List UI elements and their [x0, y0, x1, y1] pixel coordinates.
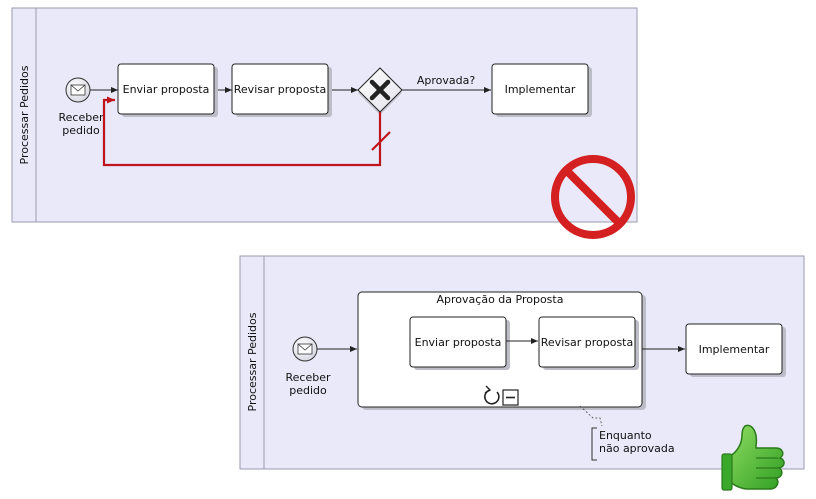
loop-marker-icon: [484, 385, 500, 405]
top-diagram: Processar Pedidos Receber pedido Enviar …: [11, 7, 638, 239]
annotation-line1: Enquanto: [599, 429, 652, 442]
bottom-start-event-label-2: pedido: [289, 384, 327, 397]
bottom-task-enviar-proposta[interactable]: Enviar proposta: [409, 316, 510, 370]
bottom-task-implementar[interactable]: Implementar: [685, 323, 786, 377]
x-marker-icon: [369, 79, 391, 101]
annotation-line2: não aprovada: [599, 442, 675, 455]
top-gateway-label: Aprovada?: [417, 74, 475, 87]
prohibited-icon: [551, 155, 635, 239]
bottom-task3-label: Implementar: [699, 343, 770, 356]
bottom-diagram: Processar Pedidos Receber pedido Aprovaç…: [239, 255, 805, 491]
top-pool-label: Processar Pedidos: [18, 65, 31, 164]
top-start-event-label-2: pedido: [62, 124, 100, 137]
subprocess-title: Aprovação da Proposta: [437, 293, 564, 306]
bottom-task1-label: Enviar proposta: [415, 336, 502, 349]
bottom-pool-label: Processar Pedidos: [246, 312, 259, 411]
thumbs-up-icon: [721, 424, 785, 491]
bottom-start-event[interactable]: [292, 336, 318, 362]
top-task1-label: Enviar proposta: [123, 83, 210, 96]
text-annotation: Enquanto não aprovada: [579, 405, 675, 461]
bottom-task2-label: Revisar proposta: [541, 336, 633, 349]
envelope-icon: [297, 343, 313, 355]
top-task-implementar[interactable]: Implementar: [491, 63, 592, 117]
bottom-start-event-label-1: Receber: [285, 371, 330, 384]
bottom-task-revisar-proposta[interactable]: Revisar proposta: [538, 316, 639, 370]
top-start-event[interactable]: [65, 77, 91, 103]
top-task3-label: Implementar: [505, 83, 576, 96]
top-task-enviar-proposta[interactable]: Enviar proposta: [117, 63, 218, 117]
top-task-revisar-proposta[interactable]: Revisar proposta: [231, 63, 332, 117]
collapse-marker-icon[interactable]: [502, 389, 519, 406]
top-task2-label: Revisar proposta: [234, 83, 326, 96]
bottom-subprocess[interactable]: Aprovação da Proposta Enviar proposta Re…: [357, 291, 646, 410]
top-start-event-label-1: Receber: [58, 111, 103, 124]
envelope-icon: [70, 84, 86, 96]
top-loop-back-flow: [102, 96, 391, 167]
